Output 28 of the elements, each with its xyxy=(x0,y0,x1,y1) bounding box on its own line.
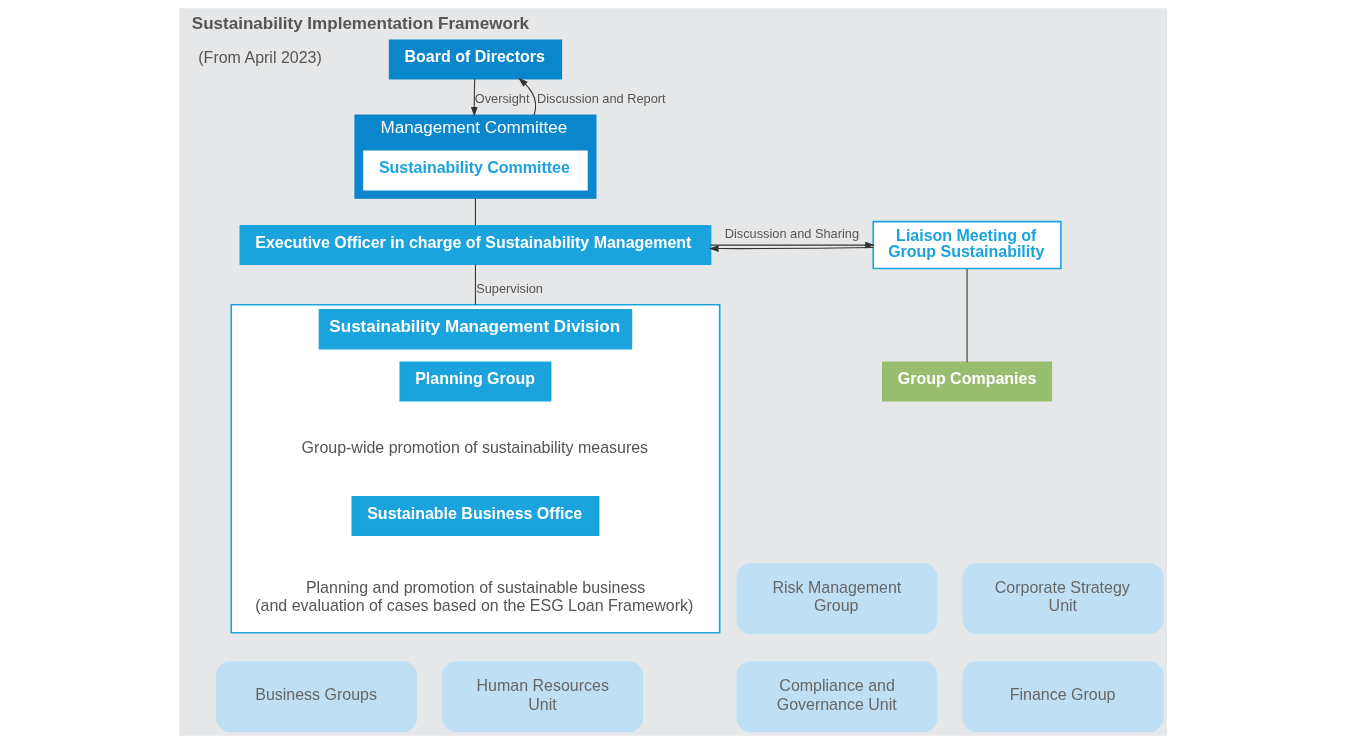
diagram-title: Sustainability Implementation Framework xyxy=(191,14,529,34)
node-box: Board of Directors xyxy=(388,39,562,80)
node-box: Risk Management Group xyxy=(735,563,937,635)
arrow xyxy=(708,245,874,252)
node-box: Executive Officer in charge of Sustainability Management xyxy=(239,225,711,266)
node-box: Planning Group xyxy=(398,361,551,402)
node-label: Planning and promotion of sustainable business (and evaluation of cases based on the ESG Loan Framework) xyxy=(254,579,693,615)
node-box: Group Companies xyxy=(881,361,1052,402)
label: (From April 2023) xyxy=(197,49,322,67)
connector xyxy=(474,264,476,306)
arrow xyxy=(517,77,536,116)
arrow xyxy=(709,241,875,249)
node-box: Human Resources Unit xyxy=(441,661,643,733)
edge-label: Supervision xyxy=(475,280,543,296)
connector xyxy=(966,268,968,363)
edge-label: Discussion and Sharing xyxy=(724,226,859,242)
edge-label: Oversight xyxy=(474,90,529,106)
node-box: Sustainable Business Office xyxy=(351,495,599,536)
node-box: Liaison Meeting of Group Sustainability xyxy=(871,220,1062,270)
edge-label: Discussion and Report xyxy=(536,90,666,106)
node-box: Finance Group xyxy=(962,661,1164,733)
node-label: Group-wide promotion of sustainability measures xyxy=(301,438,648,456)
connector xyxy=(474,197,476,227)
node-box: Business Groups xyxy=(215,661,417,733)
node-box: Compliance and Governance Unit xyxy=(735,661,937,733)
arrow xyxy=(470,78,478,117)
node-box: Corporate Strategy Unit xyxy=(962,563,1164,635)
node-box: Sustainability Committee xyxy=(362,150,588,191)
